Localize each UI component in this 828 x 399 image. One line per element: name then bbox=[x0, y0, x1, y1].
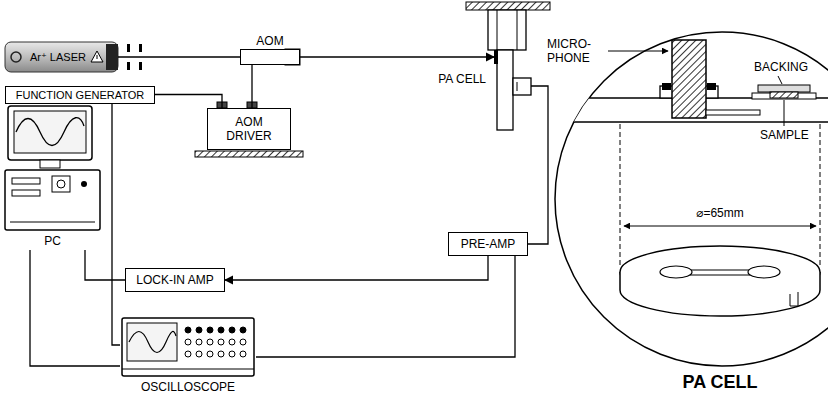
node-label: FUNCTION GENERATOR bbox=[16, 88, 145, 102]
figure-title: PA CELL bbox=[681, 372, 760, 393]
node-label: PA CELL bbox=[438, 72, 486, 86]
signal-wire bbox=[251, 65, 252, 108]
leader-line bbox=[778, 76, 782, 84]
computer-node: PC bbox=[5, 104, 100, 250]
signal-wire bbox=[528, 86, 548, 244]
part-label: MICRO- PHONE bbox=[545, 37, 607, 65]
inset-circle bbox=[555, 32, 828, 366]
driver-terminals bbox=[195, 102, 303, 157]
signal-wire bbox=[256, 256, 515, 357]
pa-cell-drawing bbox=[466, 2, 550, 130]
dimension-label: ⌀=65mm bbox=[694, 206, 746, 220]
oscilloscope-node: OSCILLOSCOPE bbox=[120, 316, 256, 396]
modulator-box: AOM bbox=[240, 49, 300, 65]
driver-box: AOM DRIVER bbox=[207, 108, 291, 150]
signal-wire bbox=[85, 250, 125, 280]
laser-beam bbox=[118, 56, 240, 57]
computer bbox=[5, 106, 100, 230]
signal-wire bbox=[155, 95, 222, 109]
node-label: PRE-AMP bbox=[461, 237, 516, 251]
laser-source: Ar⁺ LASER bbox=[5, 42, 118, 72]
laser-beam bbox=[300, 56, 494, 57]
amplifier-box: PRE-AMP bbox=[448, 232, 528, 256]
node-label: Ar⁺ LASER bbox=[30, 50, 86, 64]
node-label: OSCILLOSCOPE bbox=[141, 380, 235, 394]
inset-cell-section bbox=[555, 40, 828, 316]
oscilloscope-drawing bbox=[122, 318, 254, 376]
signal-wire bbox=[30, 250, 120, 366]
laser-tube bbox=[5, 42, 118, 72]
generator-box: FUNCTION GENERATOR bbox=[5, 86, 155, 104]
lock-in-box: LOCK-IN AMP bbox=[125, 268, 225, 292]
part-label: BACKING bbox=[752, 60, 810, 74]
node-label: AOM bbox=[256, 34, 283, 48]
signal-wire bbox=[112, 104, 120, 346]
signal-wire bbox=[225, 256, 488, 280]
leader-line bbox=[784, 100, 785, 126]
node-label: AOM DRIVER bbox=[221, 115, 277, 143]
node-label: LOCK-IN AMP bbox=[136, 273, 213, 287]
part-label: SAMPLE bbox=[758, 128, 811, 142]
leader-line bbox=[608, 51, 668, 52]
node-label: PC bbox=[44, 234, 61, 248]
pa-cell: PA CELL bbox=[494, 14, 531, 130]
